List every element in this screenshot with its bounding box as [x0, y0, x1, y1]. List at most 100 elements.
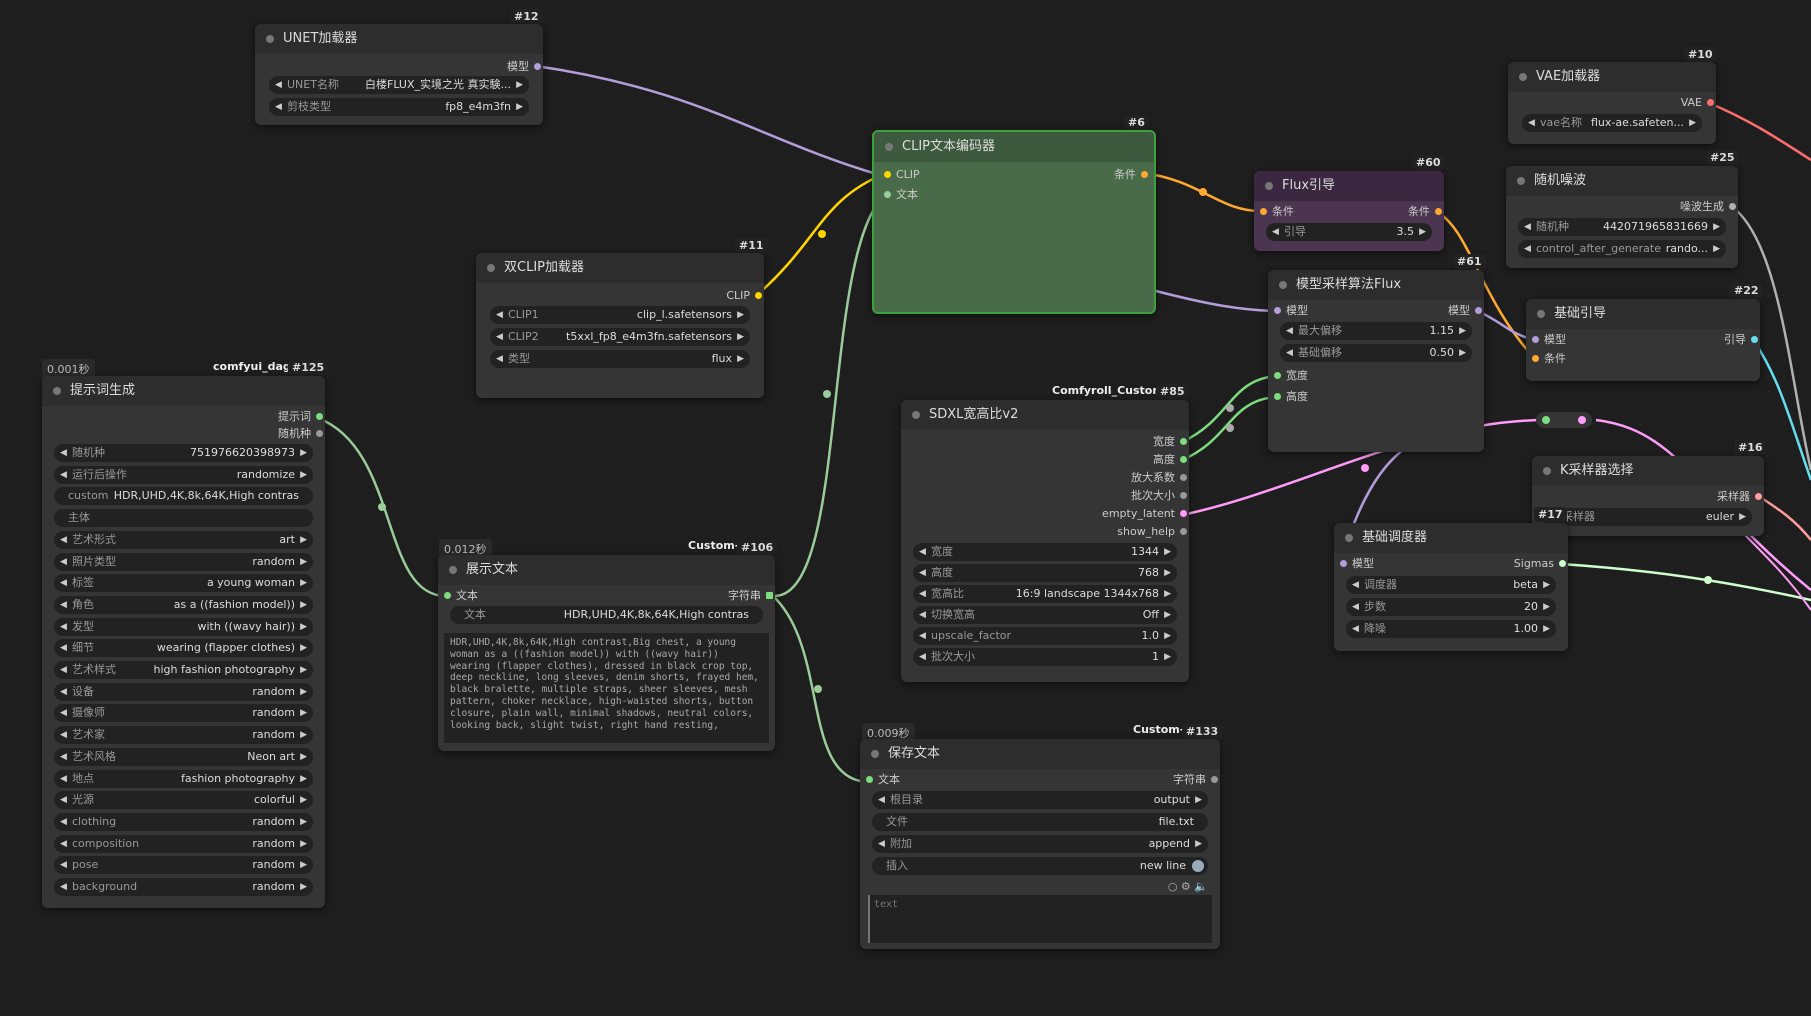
socket-icon[interactable]: [1542, 416, 1550, 424]
socket-icon[interactable]: [1729, 203, 1736, 210]
arrow-left-icon[interactable]: ◀: [60, 882, 67, 892]
socket-icon[interactable]: [1260, 208, 1267, 215]
arrow-right-icon[interactable]: ▶: [300, 448, 307, 458]
arrow-right-icon[interactable]: ▶: [300, 773, 307, 784]
arrow-right-icon[interactable]: ▶: [1195, 839, 1202, 849]
input-text[interactable]: 文本: [882, 186, 918, 204]
node-unet-loader[interactable]: UNET加载器 模型 ◀UNET名称白楼FLUX_实境之光 真实験...▶ ◀剪…: [255, 24, 543, 125]
node-title[interactable]: Flux引导: [1254, 171, 1444, 201]
node-title[interactable]: 模型采样算法Flux: [1268, 270, 1484, 300]
arrow-right-icon[interactable]: ▶: [1543, 602, 1550, 612]
arrow-left-icon[interactable]: ◀: [1286, 348, 1293, 358]
node-title[interactable]: UNET加载器: [255, 24, 543, 54]
arrow-left-icon[interactable]: ◀: [1352, 602, 1359, 612]
collapse-dot-icon[interactable]: [871, 750, 879, 758]
arrow-left-icon[interactable]: ◀: [60, 621, 67, 632]
arrow-right-icon[interactable]: ▶: [737, 332, 744, 342]
arrow-left-icon[interactable]: ◀: [60, 686, 67, 697]
arrow-left-icon[interactable]: ◀: [1524, 222, 1531, 232]
arrow-left-icon[interactable]: ◀: [60, 816, 67, 827]
arrow-left-icon[interactable]: ◀: [496, 310, 503, 320]
gear-icon[interactable]: ⚙: [1180, 880, 1191, 893]
arrow-left-icon[interactable]: ◀: [60, 795, 67, 806]
collapse-dot-icon[interactable]: [1345, 534, 1353, 542]
arrow-left-icon[interactable]: ◀: [60, 643, 67, 654]
socket-icon[interactable]: [1274, 393, 1281, 400]
socket-icon[interactable]: [1559, 560, 1566, 567]
socket-icon[interactable]: [316, 413, 323, 420]
output-empty-latent[interactable]: empty_latent: [1102, 505, 1189, 523]
output-upscale-factor[interactable]: 放大系数: [1131, 469, 1189, 487]
socket-icon[interactable]: [1578, 416, 1586, 424]
arrow-right-icon[interactable]: ▶: [1164, 568, 1171, 578]
arrow-right-icon[interactable]: ▶: [1164, 610, 1171, 620]
arrow-right-icon[interactable]: ▶: [737, 310, 744, 320]
arrow-right-icon[interactable]: ▶: [300, 534, 307, 545]
arrow-left-icon[interactable]: ◀: [1524, 244, 1531, 254]
node-title[interactable]: 保存文本: [860, 739, 1220, 769]
text-display-area[interactable]: HDR,UHD,4K,8k,64K,High contrast,Big ches…: [444, 633, 769, 743]
input-model[interactable]: 模型: [1338, 555, 1374, 573]
node-clip-text-encoder[interactable]: CLIP文本编码器 CLIP 文本 条件: [872, 130, 1156, 314]
socket-icon[interactable]: [1180, 456, 1187, 463]
socket-icon[interactable]: [444, 592, 451, 599]
output-noise[interactable]: 噪波生成: [1680, 198, 1738, 216]
collapse-dot-icon[interactable]: [1265, 182, 1273, 190]
socket-icon[interactable]: [1180, 528, 1187, 535]
node-title[interactable]: 双CLIP加载器: [476, 253, 764, 283]
input-text[interactable]: 文本: [442, 587, 478, 605]
arrow-left-icon[interactable]: ◀: [496, 354, 503, 364]
arrow-right-icon[interactable]: ▶: [300, 665, 307, 675]
socket-icon[interactable]: [1751, 336, 1758, 343]
output-batch-size[interactable]: 批次大小: [1131, 487, 1189, 505]
arrow-left-icon[interactable]: ◀: [1352, 624, 1359, 634]
arrow-left-icon[interactable]: ◀: [919, 631, 926, 641]
input-conditioning[interactable]: 条件: [1530, 350, 1566, 368]
node-sdxl-aspect-ratio[interactable]: SDXL宽高比v2 宽度 高度 放大系数 批次大小 empty_latent s…: [901, 400, 1189, 682]
arrow-right-icon[interactable]: ▶: [1543, 624, 1550, 634]
output-sampler[interactable]: 采样器: [1717, 488, 1764, 506]
input-text[interactable]: 文本: [864, 771, 900, 789]
arrow-right-icon[interactable]: ▶: [1459, 348, 1466, 358]
arrow-right-icon[interactable]: ▶: [300, 860, 307, 871]
arrow-left-icon[interactable]: ◀: [60, 534, 67, 545]
input-height[interactable]: 高度: [1272, 388, 1308, 406]
arrow-right-icon[interactable]: ▶: [300, 686, 307, 697]
collapse-dot-icon[interactable]: [1543, 467, 1551, 475]
arrow-right-icon[interactable]: ▶: [1419, 227, 1426, 237]
arrow-left-icon[interactable]: ◀: [919, 610, 926, 620]
arrow-left-icon[interactable]: ◀: [496, 332, 503, 342]
toggle-knob-icon[interactable]: [1192, 860, 1204, 872]
node-title[interactable]: K采样器选择: [1532, 456, 1764, 486]
socket-icon[interactable]: [316, 430, 323, 437]
output-sigmas[interactable]: Sigmas: [1514, 555, 1568, 573]
arrow-left-icon[interactable]: ◀: [919, 568, 926, 578]
socket-icon[interactable]: [1141, 171, 1148, 178]
arrow-right-icon[interactable]: ▶: [1713, 222, 1720, 232]
socket-icon[interactable]: [755, 292, 762, 299]
input-width[interactable]: 宽度: [1272, 367, 1308, 385]
